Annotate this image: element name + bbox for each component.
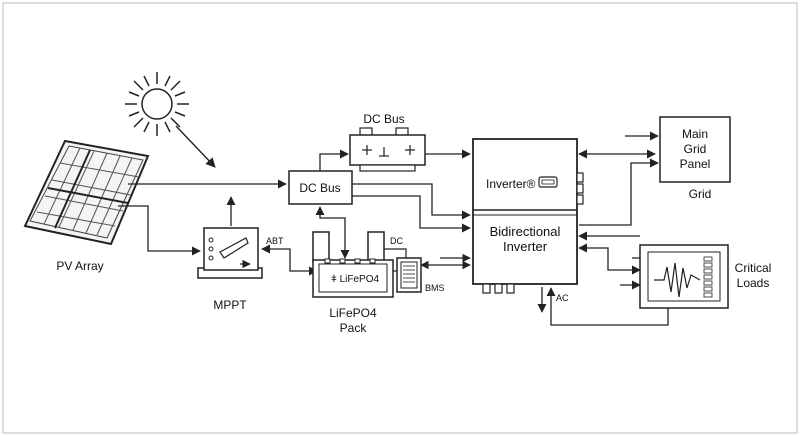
grid-panel-line-3: Panel — [680, 157, 711, 171]
battery-bms-link — [384, 248, 407, 258]
critical-loads-line-2: Loads — [737, 276, 770, 290]
grid-label: Grid — [689, 187, 712, 201]
load-monitor-icon — [639, 244, 729, 309]
inverter-loads-link — [578, 243, 641, 275]
dcbus-to-inverter-2 — [352, 195, 471, 233]
battery-caption-2: Pack — [340, 321, 368, 335]
sunlight-arrow — [175, 125, 216, 168]
bms-icon — [396, 257, 422, 293]
mppt-label: MPPT — [213, 298, 247, 312]
dcbus-to-inverter-1 — [352, 183, 471, 220]
bms-label: BMS — [425, 283, 445, 293]
mppt-controller-icon — [197, 227, 263, 279]
dc-bus-top-label: DC Bus — [363, 112, 404, 126]
solar-panel-icon — [23, 139, 150, 246]
critical-loads-line-1: Critical — [735, 261, 772, 275]
battery-caption-1: LiFePO4 — [329, 306, 377, 320]
abt-label: ABT — [266, 236, 284, 246]
pv-array-label: PV Array — [56, 259, 103, 273]
ac-label: AC — [556, 293, 569, 303]
mppt-battery-link — [261, 244, 318, 276]
grid-panel-line-2: Grid — [684, 142, 707, 156]
dc-bus-mid-label: DC Bus — [299, 181, 340, 195]
inverter-to-grid-line — [579, 158, 659, 226]
ac-return-line — [546, 287, 669, 326]
dcbus-battery-link — [315, 206, 350, 259]
grid-panel-line-1: Main — [682, 127, 708, 141]
inverter-title-2: Inverter — [503, 239, 548, 254]
inverter-icon — [472, 138, 584, 294]
pv-to-mppt-line — [118, 205, 201, 256]
main-grid-panel-box — [659, 116, 731, 183]
battery-inner-label: ǂ LiFePO4 — [331, 274, 380, 285]
dcbus-to-top-line — [319, 149, 349, 171]
sun-icon — [125, 72, 189, 136]
inverter-title-1: Bidirectional — [490, 224, 561, 239]
battery-icon — [312, 231, 394, 298]
dc-bus-bar-icon — [349, 127, 426, 172]
inverter-brand-label: Inverter® — [486, 177, 536, 191]
dc-label: DC — [390, 236, 403, 246]
